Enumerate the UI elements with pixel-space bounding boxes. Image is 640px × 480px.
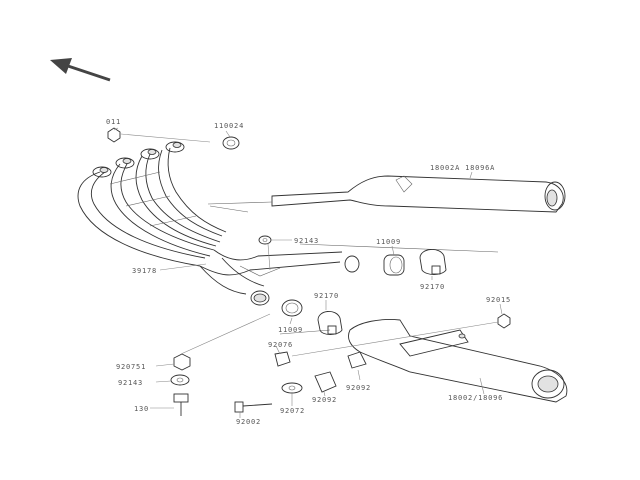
label-92076: 92076 xyxy=(268,341,293,349)
label-920751: 920751 xyxy=(116,363,146,371)
label-92092-right: 92092 xyxy=(346,384,371,392)
label-92170-right: 92170 xyxy=(420,283,445,291)
front-direction-arrow xyxy=(50,58,111,82)
label-92092-center: 92092 xyxy=(312,396,337,404)
label-110024: 110024 xyxy=(214,122,244,130)
label-92015: 92015 xyxy=(486,296,511,304)
upper-muffler xyxy=(207,175,566,213)
label-18002a-18096a: 18002A 18096A xyxy=(430,164,495,172)
label-11009-lower: 11009 xyxy=(278,326,303,334)
label-92072: 92072 xyxy=(280,407,305,415)
part-number-labels: 011 110024 18002A 18096A 92143 11009 391… xyxy=(106,118,511,426)
small-parts xyxy=(107,127,511,416)
label-92143-lower: 92143 xyxy=(118,379,143,387)
label-92143-upper: 92143 xyxy=(294,237,319,245)
label-130: 130 xyxy=(134,405,149,413)
exhaust-header-pipes xyxy=(77,141,227,267)
lower-muffler xyxy=(348,319,568,403)
label-11009-upper: 11009 xyxy=(376,238,401,246)
label-92170-lower: 92170 xyxy=(314,292,339,300)
leader-lines xyxy=(113,127,503,418)
label-39178: 39178 xyxy=(132,267,157,275)
label-92002: 92002 xyxy=(236,418,261,426)
label-011: 011 xyxy=(106,118,121,126)
collector-pipe xyxy=(199,249,360,306)
label-18002-18096: 18002/18096 xyxy=(448,394,503,402)
